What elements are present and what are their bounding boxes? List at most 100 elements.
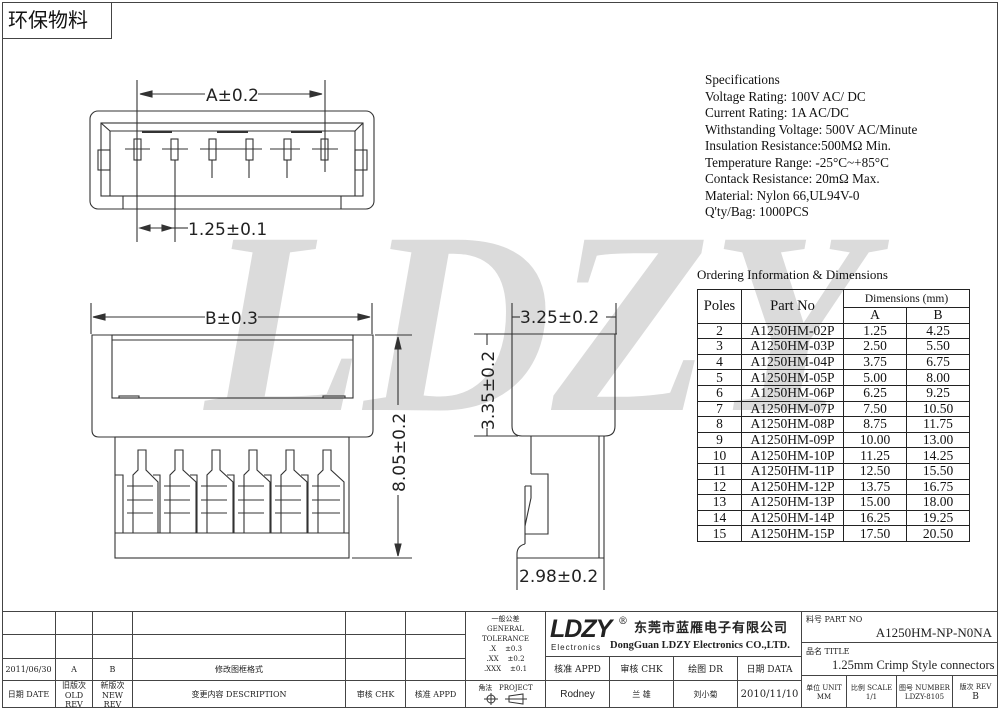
cell-a: 15.00 xyxy=(843,494,907,511)
cell-b: 13.00 xyxy=(906,431,970,449)
cell-a: 2.50 xyxy=(843,338,907,355)
cell-b: 11.75 xyxy=(906,416,970,433)
cell-poles: 12 xyxy=(697,478,742,496)
value-dr: 刘小菊 xyxy=(674,681,738,708)
spec-withstanding: Withstanding Voltage: 500V AC/Minute xyxy=(705,121,918,137)
projection: 角法 PROJECT xyxy=(466,681,546,708)
cell-part-no: A1250HM-15P xyxy=(741,525,844,542)
spec-insulation: Insulation Resistance:500MΩ Min. xyxy=(705,138,891,153)
cell-poles: 14 xyxy=(697,509,742,527)
cell-a: 13.75 xyxy=(843,478,907,496)
cell-b: 18.00 xyxy=(906,494,970,511)
cell-b: 19.25 xyxy=(906,509,970,527)
label-dr: 绘图 DR xyxy=(674,657,738,681)
logo-subtitle: Electronics xyxy=(551,643,602,652)
dim-width-label: 3.25±0.2 xyxy=(520,308,599,328)
front-view xyxy=(90,303,412,559)
cell-part-no: A1250HM-10P xyxy=(741,447,844,464)
title-value: 1.25mm Crimp Style connectors xyxy=(832,658,995,672)
eco-material-tag: 环保物料 xyxy=(2,2,112,39)
col-poles: Poles xyxy=(697,289,742,324)
spec-temperature: Temperature Range: -25°C~+85°C xyxy=(705,154,889,170)
cell-b: 4.25 xyxy=(906,322,970,340)
cell-a: 12.50 xyxy=(843,462,907,480)
col-a: A xyxy=(843,307,907,324)
cell-a: 17.50 xyxy=(843,525,907,542)
cell-part-no: A1250HM-12P xyxy=(741,478,844,496)
hdr-date: 日期 DATE xyxy=(2,681,56,708)
cell-poles: 15 xyxy=(697,525,742,542)
cell-a: 5.00 xyxy=(843,369,907,386)
value-chk: 兰 雄 xyxy=(610,681,674,708)
cell-b: 9.25 xyxy=(906,384,970,402)
cell-a: 7.50 xyxy=(843,400,907,418)
value-date: 2010/11/10 xyxy=(738,681,802,708)
cell-part-no: A1250HM-07P xyxy=(741,400,844,418)
col-part-no: Part No xyxy=(741,289,844,324)
dim-a-label: A±0.2 xyxy=(206,86,259,106)
cell-b: 15.50 xyxy=(906,462,970,480)
cell-poles: 7 xyxy=(697,400,742,418)
cell-b: 6.75 xyxy=(906,353,970,371)
part-no-value: A1250HM-NP-N0NA xyxy=(875,625,992,640)
hdr-description: 变更内容 DESCRIPTION xyxy=(133,681,346,708)
cell-poles: 13 xyxy=(697,494,742,511)
rev-date: 2011/06/30 xyxy=(2,659,56,681)
cell-poles: 6 xyxy=(697,384,742,402)
col-dimensions: Dimensions (mm) xyxy=(843,289,970,308)
spec-qty: Q'ty/Bag: 1000PCS xyxy=(705,204,809,219)
cell-part-no: A1250HM-13P xyxy=(741,494,844,511)
rev-description: 修改图框格式 xyxy=(133,659,346,681)
cell-b: 14.25 xyxy=(906,447,970,464)
cell-poles: 11 xyxy=(697,462,742,480)
title-block-title: 品名 TITLE 1.25mm Crimp Style connectors xyxy=(802,643,998,676)
top-view xyxy=(89,80,375,242)
cell-a: 10.00 xyxy=(843,431,907,449)
col-b: B xyxy=(906,307,970,324)
cell-part-no: A1250HM-11P xyxy=(741,462,844,480)
label-appd: 核准 APPD xyxy=(546,657,610,681)
cell-part-no: A1250HM-09P xyxy=(741,431,844,449)
part-no-label: 料号 PART NO xyxy=(806,615,863,624)
title-label: 品名 TITLE xyxy=(806,647,850,656)
projection-symbol-icon xyxy=(483,693,527,705)
cell-b: 8.00 xyxy=(906,369,970,386)
cell-part-no: A1250HM-03P xyxy=(741,338,844,355)
rev-old: A xyxy=(56,659,93,681)
cell-a: 6.25 xyxy=(843,384,907,402)
cell-poles: 5 xyxy=(697,369,742,386)
spec-voltage: Voltage Rating: 100V AC/ DC xyxy=(705,88,866,104)
dim-bottom-label: 2.98±0.2 xyxy=(519,567,598,587)
cell-part-no: A1250HM-06P xyxy=(741,384,844,402)
company-name-en: DongGuan LDZY Electronics CO.,LTD. xyxy=(610,640,790,651)
rev-new: B xyxy=(93,659,133,681)
company-logo: LDZY xyxy=(550,615,612,643)
cell-a: 16.25 xyxy=(843,509,907,527)
cell-poles: 4 xyxy=(697,353,742,371)
spec-contact: Contack Resistance: 20mΩ Max. xyxy=(705,171,880,186)
cell-part-no: A1250HM-05P xyxy=(741,369,844,386)
cell-poles: 3 xyxy=(697,338,742,355)
cell-part-no: A1250HM-04P xyxy=(741,353,844,371)
cell-b: 16.75 xyxy=(906,478,970,496)
cell-poles: 2 xyxy=(697,322,742,340)
cell-part-no: A1250HM-02P xyxy=(741,322,844,340)
cell-a: 8.75 xyxy=(843,416,907,433)
